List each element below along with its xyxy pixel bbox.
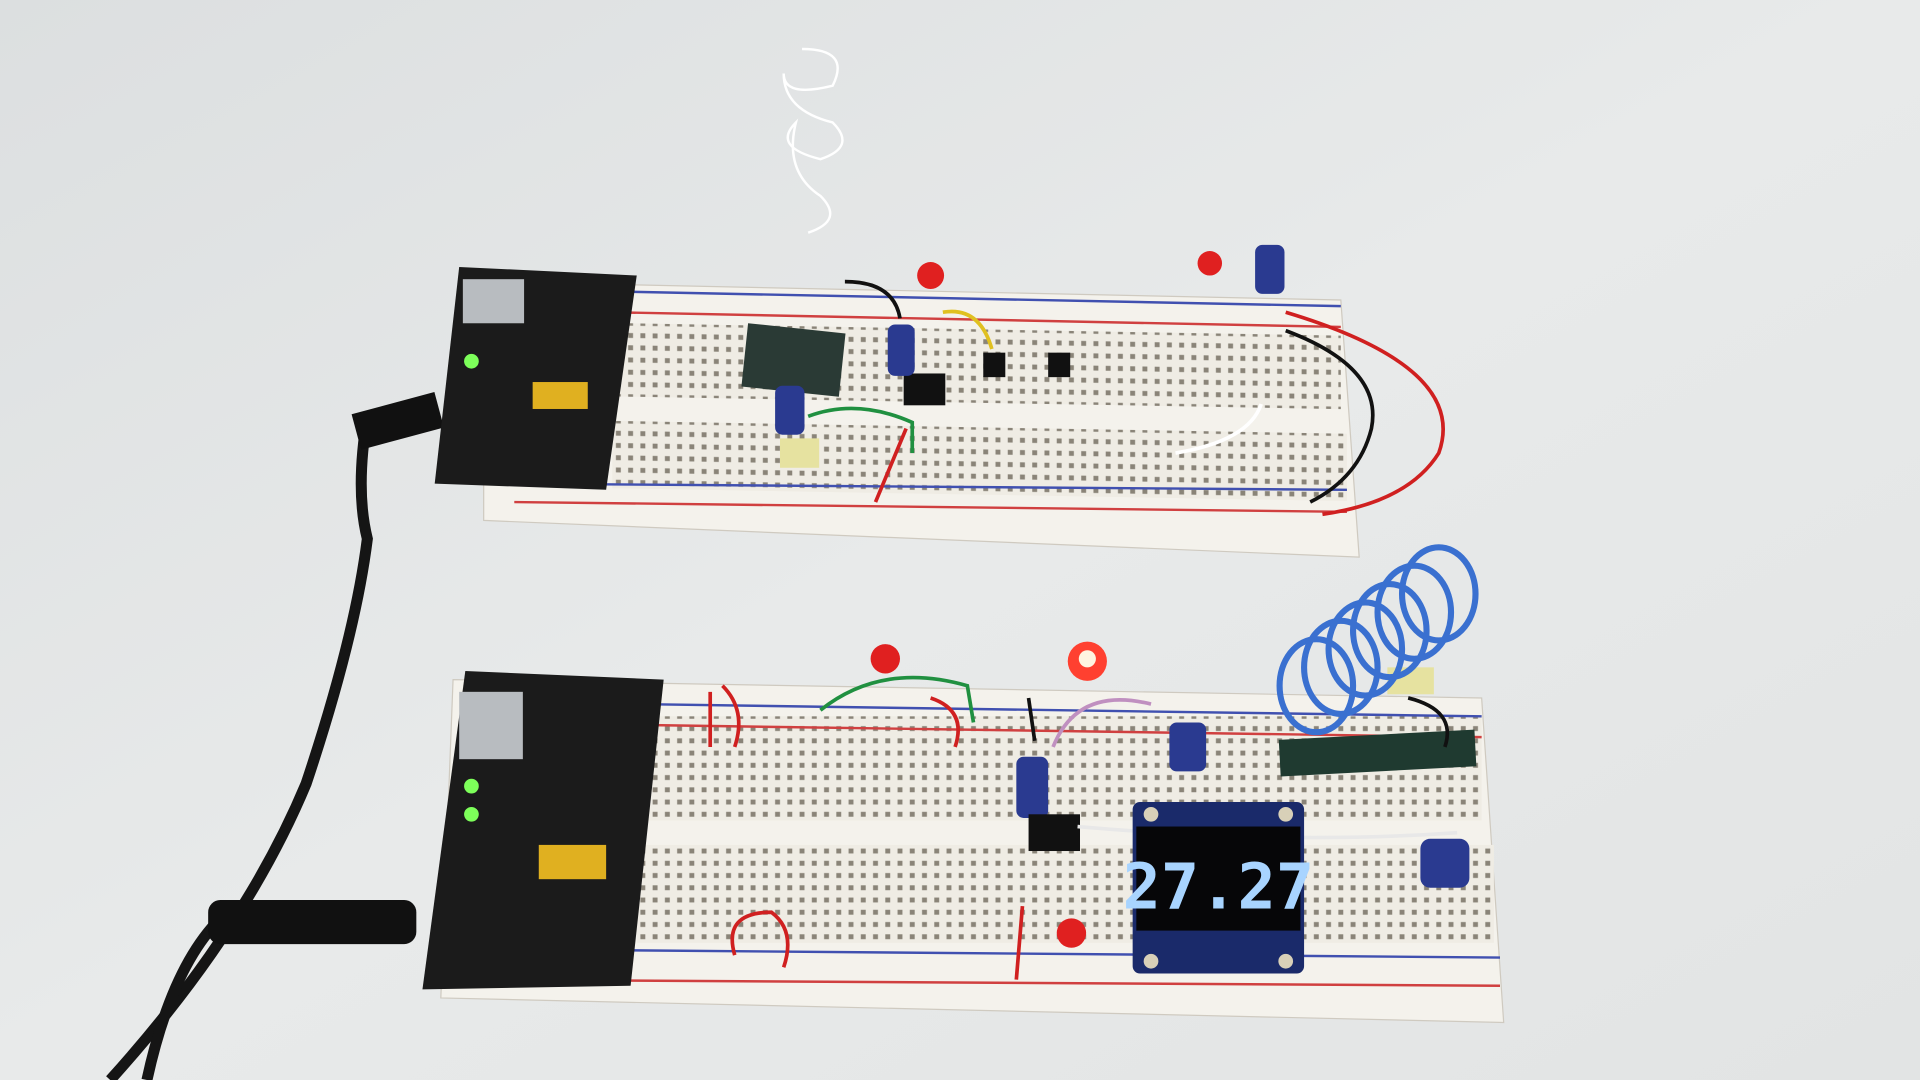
jumper-wires-top (807, 279, 1445, 517)
ic-chip-top (903, 373, 946, 406)
power-led-bottom (464, 806, 479, 822)
capacitor (1255, 244, 1285, 294)
red-led (917, 262, 945, 289)
antenna-coil-blue (1276, 544, 1479, 736)
power-led-bottom (464, 778, 479, 794)
red-led (870, 644, 900, 674)
usb-port-bottom (459, 691, 523, 760)
power-cable (106, 415, 373, 1080)
header-pins-bottom (538, 844, 607, 880)
trim-capacitor (780, 438, 820, 468)
transistor (1048, 352, 1071, 378)
barrel-plug-top (351, 392, 444, 450)
ic-chip-bottom (1028, 814, 1080, 852)
barrel-plug-bottom (208, 900, 417, 945)
power-led-top (464, 353, 479, 369)
antenna-coil-white (782, 47, 844, 234)
module-board (741, 323, 846, 397)
red-led-lit-core (1078, 650, 1096, 668)
usb-port-top (462, 279, 525, 324)
capacitor (1016, 756, 1049, 818)
oled-module (1132, 802, 1305, 974)
capacitor (887, 324, 915, 376)
capacitor (775, 385, 805, 435)
oled-reading: 27.27 (1123, 851, 1315, 925)
radio-module (1278, 729, 1477, 777)
capacitor (1420, 838, 1470, 888)
header-pins-top (532, 382, 588, 409)
red-led (1056, 918, 1087, 948)
red-led (1197, 251, 1223, 276)
transistor (983, 352, 1006, 378)
capacitor (1169, 722, 1207, 772)
